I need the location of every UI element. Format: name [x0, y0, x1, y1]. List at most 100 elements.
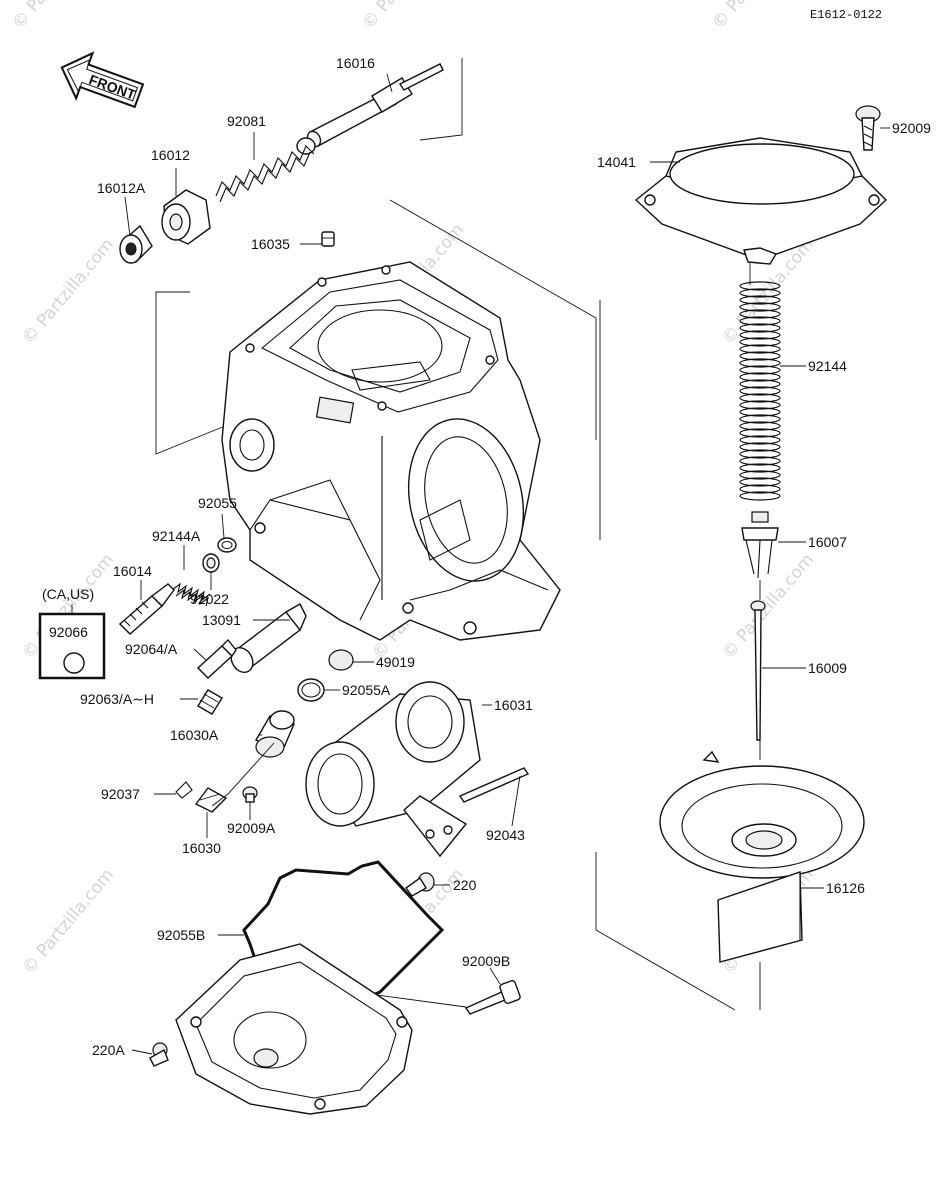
carburetor-body — [221, 261, 561, 641]
part-13091-jet-holder — [230, 603, 307, 674]
spring-coil — [739, 470, 781, 480]
spring-coil — [739, 393, 781, 403]
watermark: © Partzilla.com — [19, 235, 119, 348]
spring-coil — [739, 456, 781, 466]
spring-coil — [739, 344, 781, 354]
label-16007: 16007 — [808, 534, 847, 550]
part-16126-diaphragm — [659, 750, 865, 963]
spring-coil — [739, 323, 781, 333]
label-92066: 92066 — [49, 624, 88, 640]
label-16035: 16035 — [251, 236, 290, 252]
spring-coil — [739, 372, 781, 382]
spring-coil — [739, 302, 781, 312]
part-92066-plug-box — [38, 612, 106, 680]
part-92144A-spring — [171, 582, 211, 607]
drawing-code: E1612-0122 — [810, 8, 882, 22]
spring-coil — [739, 358, 781, 368]
part-16007-spring-seat — [741, 511, 779, 579]
label-16016: 16016 — [336, 55, 375, 71]
label-49019: 49019 — [376, 654, 415, 670]
watermark: © Partzilla.com — [359, 0, 459, 33]
part-16030-float-valve — [194, 787, 228, 813]
spring-coil — [739, 351, 781, 361]
label-16014: 16014 — [113, 563, 152, 579]
spring-coil — [739, 309, 781, 319]
part-92009A-screw — [242, 786, 258, 803]
part-16014-pilot-screw — [118, 583, 175, 635]
spring-coil — [739, 337, 781, 347]
part-92043-pin — [458, 767, 530, 803]
assembly-guides — [155, 58, 761, 1011]
spring-coil — [739, 428, 781, 438]
part-49019-cap — [328, 649, 354, 671]
label-92055A: 92055A — [342, 682, 391, 698]
spring-coil — [739, 449, 781, 459]
part-92064-main-jet — [196, 638, 237, 679]
label-92037: 92037 — [101, 786, 140, 802]
part-16012-cap — [161, 189, 211, 245]
label-220A: 220A — [92, 1042, 125, 1058]
label-92063: 92063/A∼H — [80, 691, 154, 707]
spring-coil — [739, 316, 781, 326]
part-16009-jet-needle — [750, 600, 766, 741]
part-220A-screw — [149, 1042, 169, 1067]
watermark: © Partzilla.com — [19, 865, 119, 978]
spring-coil — [739, 400, 781, 410]
part-92063-pilot-jet — [197, 689, 223, 715]
spring-coil — [739, 379, 781, 389]
spring-coil — [739, 407, 781, 417]
part-92009B-screw — [464, 980, 521, 1015]
part-92009-screw — [855, 105, 881, 151]
label-92055: 92055 — [198, 495, 237, 511]
label-92022: 92022 — [190, 591, 229, 607]
part-16030A-valve-seat — [255, 710, 295, 758]
part-92081-spring — [215, 145, 315, 203]
label-16030A: 16030A — [170, 727, 219, 743]
spring-coil — [739, 435, 781, 445]
label-16009: 16009 — [808, 660, 847, 676]
spring-coil — [739, 491, 781, 501]
part-16012A-washer — [119, 224, 153, 264]
label-92043: 92043 — [486, 827, 525, 843]
label-220: 220 — [453, 877, 477, 893]
spring-coil — [739, 330, 781, 340]
label-92009B: 92009B — [462, 953, 510, 969]
label-14041: 14041 — [597, 154, 636, 170]
spring-coil — [739, 365, 781, 375]
spring-coil — [739, 484, 781, 494]
label-92081: 92081 — [227, 113, 266, 129]
spring-coil — [739, 442, 781, 452]
variant-note: (CA,US) — [42, 586, 94, 602]
label-16012A: 16012A — [97, 180, 146, 196]
spring-coil — [739, 295, 781, 305]
watermark: © Partzilla.com — [9, 0, 109, 33]
part-92022-washer — [202, 553, 220, 573]
part-92144-spring — [739, 281, 781, 501]
label-13091: 13091 — [202, 612, 241, 628]
label-16031: 16031 — [494, 697, 533, 713]
part-220-screw — [405, 872, 435, 897]
float-bowl — [175, 943, 413, 1115]
label-92064A: 92064/A — [125, 641, 178, 657]
label-92009A: 92009A — [227, 820, 276, 836]
part-14041-top-cover — [634, 137, 888, 265]
part-92055-oring — [217, 537, 237, 553]
label-16126: 16126 — [826, 880, 865, 896]
spring-coil — [739, 421, 781, 431]
watermark: © Partzilla.com — [709, 0, 809, 33]
part-labels: 16016 92081 16012 16012A 16035 92055 921… — [42, 55, 931, 1058]
label-16030: 16030 — [182, 840, 221, 856]
label-92144A: 92144A — [152, 528, 201, 544]
label-92144: 92144 — [808, 358, 847, 374]
part-92037-clip — [175, 781, 193, 799]
spring-coil — [739, 477, 781, 487]
part-16031-float — [305, 681, 481, 858]
spring-coil — [739, 386, 781, 396]
part-92055A-oring — [297, 678, 325, 702]
spring-coil — [739, 281, 781, 291]
part-16016-shaft — [296, 63, 444, 155]
spring-coil — [739, 414, 781, 424]
part-16035-plug — [321, 231, 335, 247]
label-92055B: 92055B — [157, 927, 205, 943]
